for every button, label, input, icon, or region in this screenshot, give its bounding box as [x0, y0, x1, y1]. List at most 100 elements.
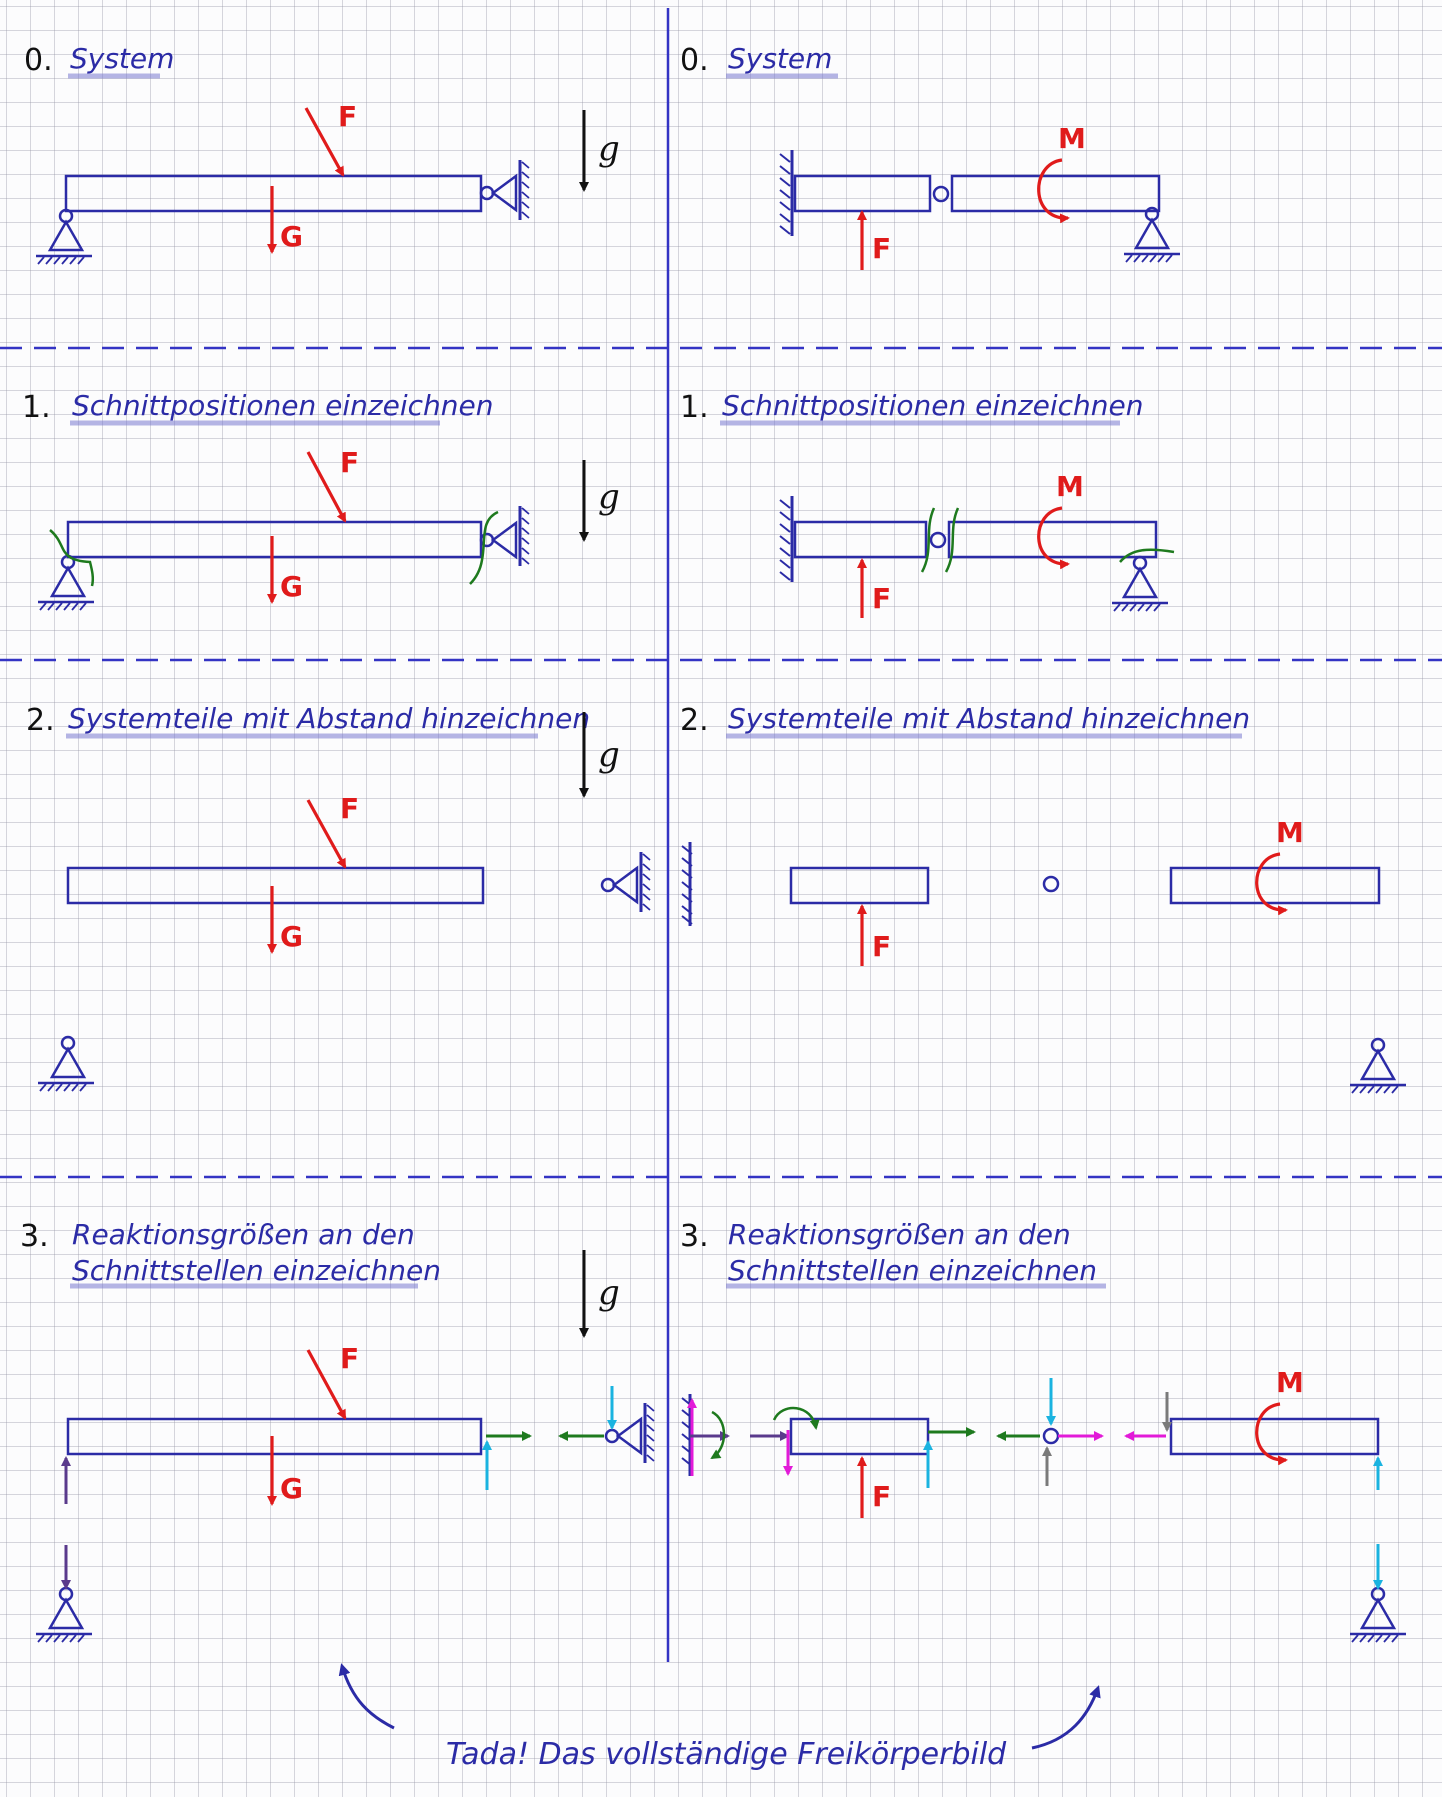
force-label: F [872, 232, 891, 265]
beam [66, 520, 483, 559]
roller-wall-support [600, 852, 651, 912]
right-step3-header: 3. Reaktionsgrößen an den Schnittstellen… [680, 1218, 1106, 1289]
pin-support [1350, 1037, 1406, 1094]
right-step0-header: 0. System [680, 42, 838, 79]
left-step0-number: 0. [24, 43, 53, 78]
force-arrow [306, 451, 347, 523]
left-step3-system: F G g [36, 1250, 655, 1643]
moment-arrow [1255, 852, 1288, 916]
weight-label: G [280, 1472, 303, 1505]
hinge [929, 531, 947, 549]
right-step1-title: Schnittpositionen einzeichnen [722, 389, 1144, 422]
gravity-label: g [598, 735, 620, 775]
right-step3-title-line1: Reaktionsgrößen an den [728, 1218, 1071, 1251]
right-step3-system: F M [681, 1366, 1406, 1643]
beam-segment-left [789, 1417, 930, 1456]
footer-arrow-left [338, 1663, 395, 1730]
beam-segment-right [950, 174, 1161, 213]
right-step0-system: F M [779, 122, 1180, 270]
left-step3-title-line2: Schnittstellen einzeichnen [72, 1254, 441, 1287]
hinge [1042, 875, 1060, 893]
gravity-label: g [598, 129, 620, 169]
force-label: F [340, 446, 359, 479]
pin-support [1112, 555, 1168, 612]
right-step0-number: 0. [680, 43, 709, 78]
moment-arrow [1037, 506, 1070, 570]
left-step3-header: 3. Reaktionsgrößen an den Schnittstellen… [20, 1218, 441, 1289]
beam [66, 1417, 483, 1456]
beam-segment-right [1169, 866, 1381, 905]
left-step1-system: F G g [38, 446, 620, 611]
cut-line-hinge-left [920, 507, 936, 573]
roller-wall-support [479, 160, 530, 220]
beam-segment-left [789, 866, 930, 905]
right-step0-title: System [728, 42, 832, 75]
force-label: F [872, 930, 891, 963]
reaction-wall-moment [710, 1410, 726, 1460]
section-dividers [0, 8, 1442, 1662]
weight-label: G [280, 920, 303, 953]
moment-label: M [1058, 122, 1086, 155]
left-step2-title: Systemteile mit Abstand hinzeichnen [68, 702, 590, 735]
cut-line-left [49, 529, 95, 587]
left-step1-title: Schnittpositionen einzeichnen [72, 389, 494, 422]
force-label: F [340, 792, 359, 825]
right-step3-title-line2: Schnittstellen einzeichnen [728, 1254, 1097, 1287]
moment-label: M [1276, 816, 1304, 849]
left-step0-system: F G g [36, 100, 620, 265]
cut-line-support [1119, 548, 1175, 563]
left-step3-number: 3. [20, 1219, 49, 1254]
right-step2-number: 2. [680, 703, 709, 738]
reaction-segment-moment [772, 1406, 820, 1430]
left-step2-system: F G g [38, 712, 651, 1092]
beam-segment-right [947, 520, 1158, 559]
pin-support [1124, 206, 1180, 263]
left-step2-number: 2. [26, 703, 55, 738]
moment-arrow [1037, 158, 1070, 224]
moment-label: M [1056, 470, 1084, 503]
force-arrow [306, 799, 347, 869]
hinge [932, 185, 950, 203]
right-step1-number: 1. [680, 390, 709, 425]
gravity-label: g [598, 477, 620, 517]
weight-label: G [280, 220, 303, 253]
right-step2-title: Systemteile mit Abstand hinzeichnen [728, 702, 1250, 735]
beam-segment-left [793, 520, 928, 559]
force-label: F [872, 1480, 891, 1513]
left-step0-header: 0. System [24, 42, 174, 79]
gravity-label: g [598, 1273, 620, 1313]
left-step1-header: 1. Schnittpositionen einzeichnen [22, 389, 494, 426]
right-step2-header: 2. Systemteile mit Abstand hinzeichnen [680, 702, 1250, 739]
force-arrow [306, 1349, 347, 1420]
left-step0-title: System [70, 42, 174, 75]
footer-arrow-right [1031, 1685, 1101, 1750]
weight-label: G [280, 570, 303, 603]
force-label: F [872, 582, 891, 615]
right-step2-system: F M [681, 816, 1406, 1094]
right-step1-header: 1. Schnittpositionen einzeichnen [680, 389, 1144, 426]
beam-segment-right [1169, 1417, 1380, 1456]
footer: Tada! Das vollständige Freikörperbild [338, 1663, 1101, 1772]
force-arrow [304, 107, 345, 177]
moment-label: M [1276, 1366, 1304, 1399]
fixed-wall [779, 496, 794, 582]
beam [66, 866, 485, 905]
pin-support [36, 208, 92, 265]
left-step2-header: 2. Systemteile mit Abstand hinzeichnen [26, 702, 590, 739]
force-label: F [338, 100, 357, 133]
footer-text: Tada! Das vollständige Freikörperbild [446, 1737, 1007, 1772]
pin-support [36, 1586, 92, 1643]
hinge [1042, 1427, 1060, 1445]
right-step1-system: F M [779, 470, 1175, 618]
force-label: F [340, 1342, 359, 1375]
moment-arrow [1255, 1402, 1288, 1466]
fixed-wall [681, 842, 693, 926]
beam-segment-left [793, 174, 932, 213]
pin-support [38, 554, 94, 611]
cut-line-right [469, 510, 499, 585]
cut-line-hinge-right [944, 507, 960, 573]
pin-support [38, 1035, 94, 1092]
roller-wall-support [604, 1403, 655, 1463]
